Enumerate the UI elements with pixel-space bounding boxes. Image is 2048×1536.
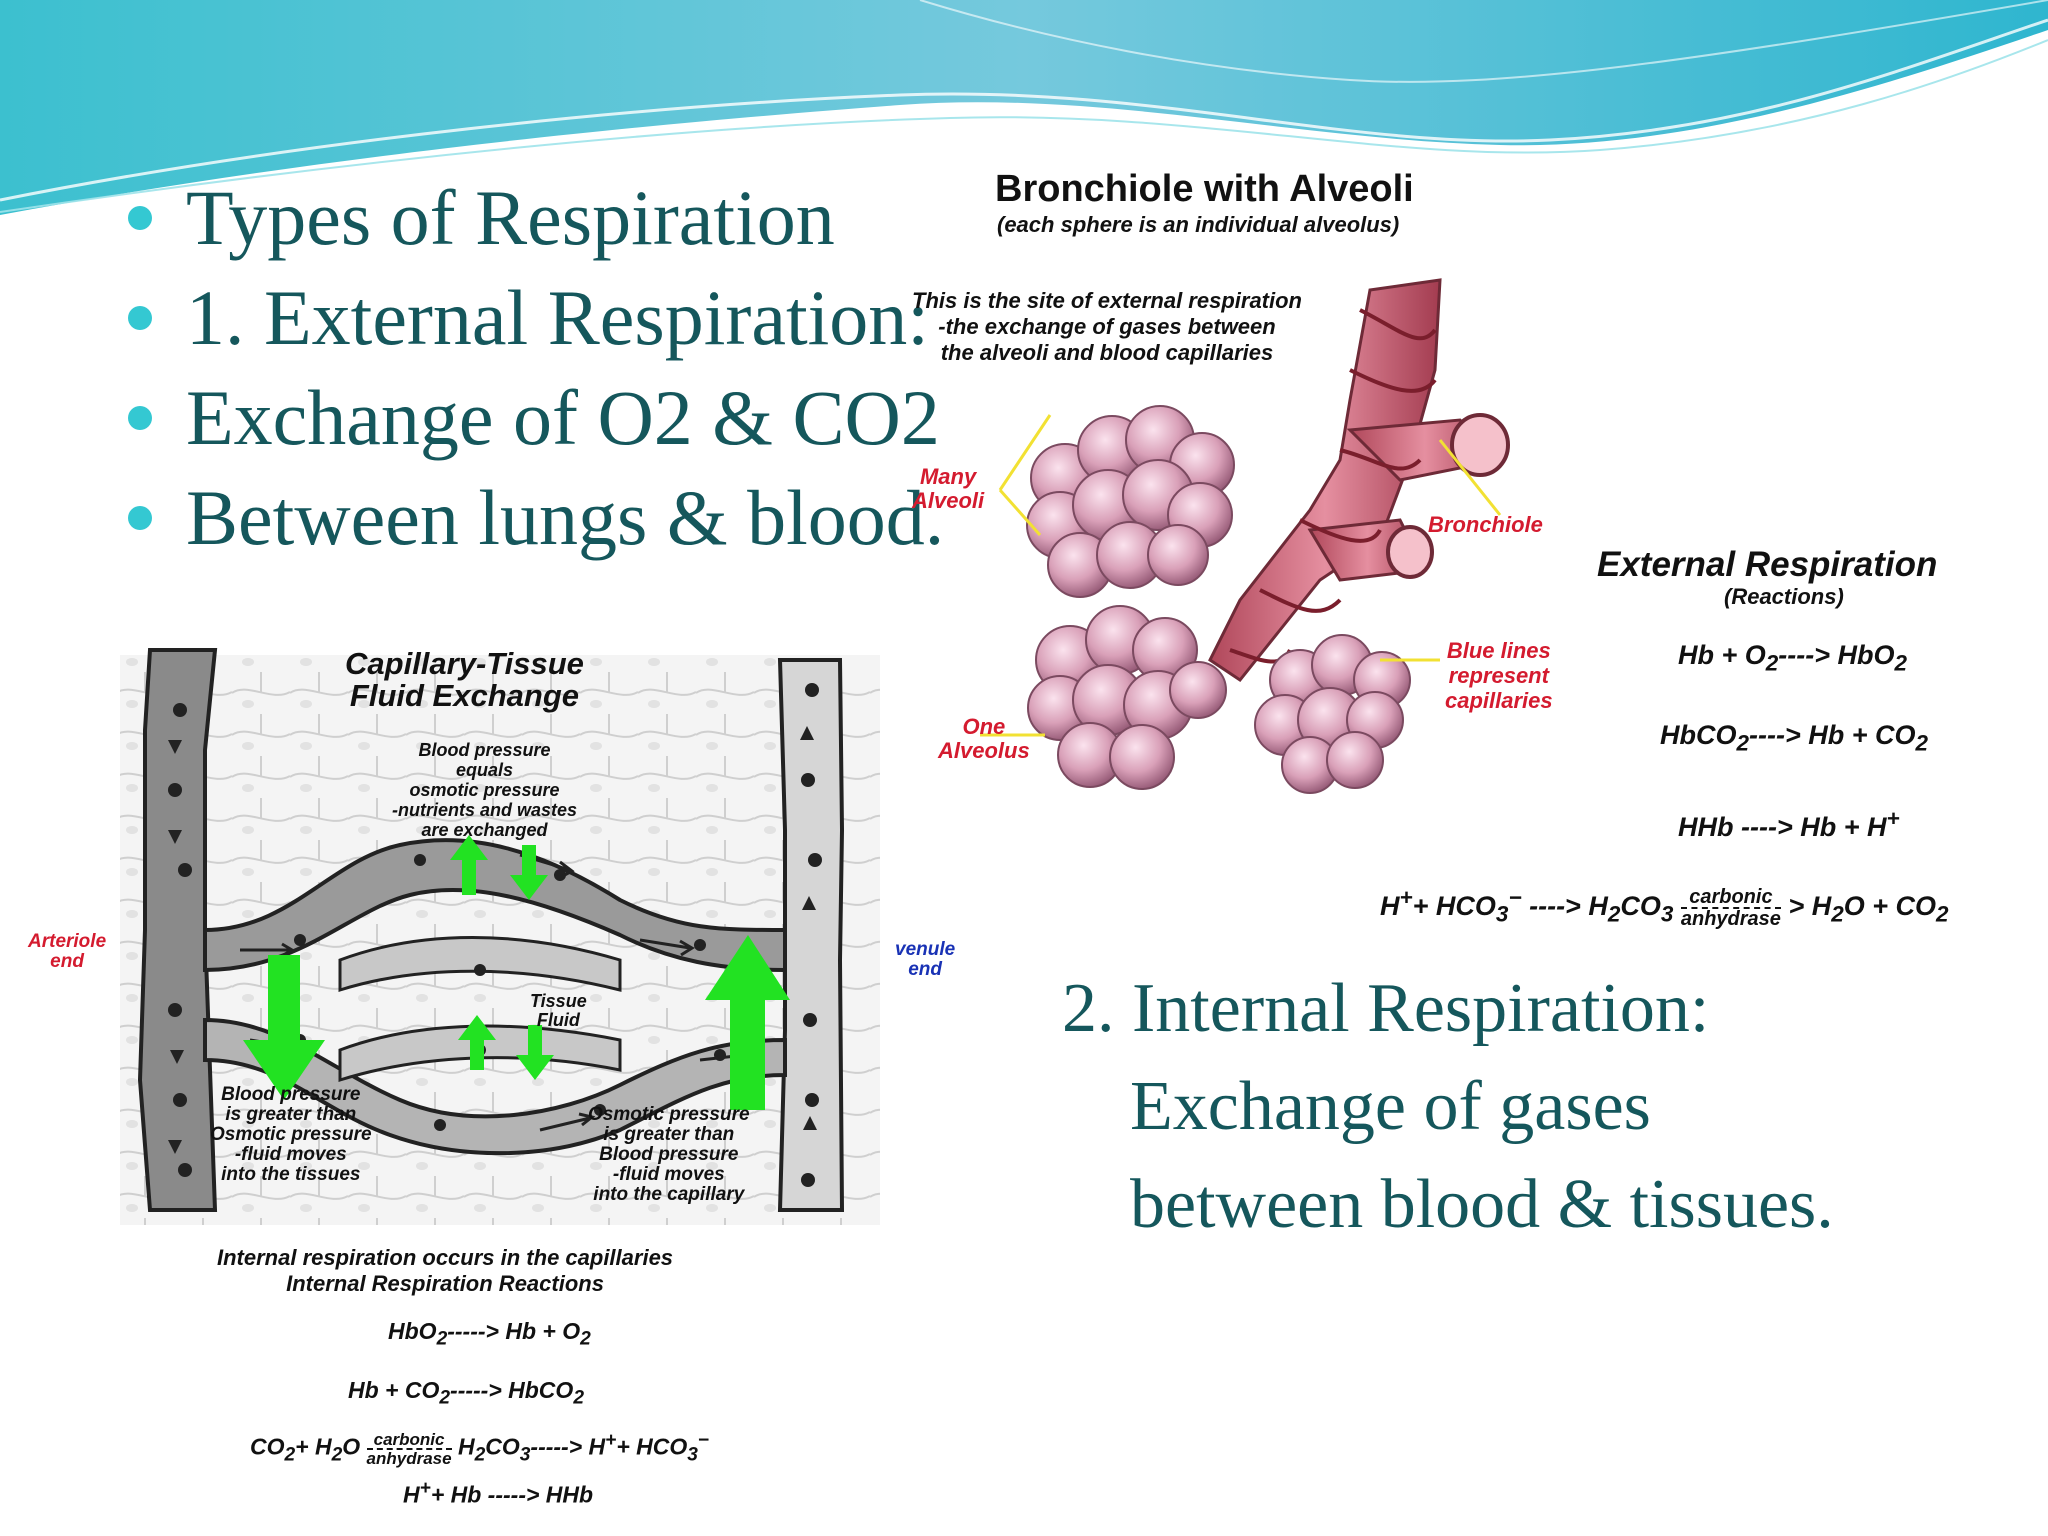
bullet-dot-icon (128, 306, 152, 330)
bullet-text: 1. External Respiration: (186, 274, 929, 361)
internal-line-3: between blood & tissues. (1130, 1166, 1834, 1243)
internal-heading: 2. Internal Respiration: (1062, 970, 1710, 1047)
green-arrows (243, 835, 790, 1110)
bullet-item: 1. External Respiration: (128, 268, 929, 368)
external-reactions-title: External Respiration (1597, 545, 1938, 584)
internal-reaction-2: Hb + CO2-----> HbCO2 (348, 1377, 584, 1409)
bullet-dot-icon (128, 506, 152, 530)
internal-line-2: Exchange of gases (1130, 1068, 1651, 1145)
label-blue-lines: Blue lines represent capillaries (1445, 638, 1553, 713)
label-many-alveoli: Many Alveoli (912, 464, 985, 513)
label-venule-end: venule end (895, 939, 956, 980)
internal-respiration-text: 2. Internal Respiration: Exchange of gas… (1062, 960, 1834, 1254)
external-site-description: This is the site of external respiration… (912, 288, 1302, 365)
capillary-figure: Capillary-Tissue Fluid Exchange Blood pr… (0, 630, 1000, 1530)
internal-reaction-3: CO2+ H2O carbonic anhydrase H2CO3-----> … (250, 1429, 710, 1468)
alveoli-cluster (1026, 405, 1411, 794)
external-reaction-4: H++ HCO3− ----> H2CO3 carbonic anhydrase… (1380, 885, 1949, 930)
capillary-right-note: Osmotic pressure is greater than Blood p… (588, 1104, 750, 1205)
bullet-text: Types of Respiration (186, 174, 835, 261)
capillary-left-note: Blood pressure is greater than Osmotic p… (210, 1084, 372, 1185)
bullet-list: Types of Respiration 1. External Respira… (128, 168, 944, 568)
blood-particles (168, 683, 822, 1187)
internal-reactions-header: Internal respiration occurs in the capil… (217, 1245, 674, 1296)
bullet-item: Types of Respiration (128, 168, 888, 268)
bronchiole-figure: Bronchiole with Alveoli (each sphere is … (880, 160, 2010, 940)
bullet-dot-icon (128, 206, 152, 230)
bullet-text: Between lungs & blood. (186, 474, 945, 561)
label-one-alveolus: One Alveolus (938, 714, 1030, 763)
external-reaction-3: HHb ----> Hb + H+ (1678, 806, 1900, 842)
bronchiole-title: Bronchiole with Alveoli (995, 168, 1414, 210)
bullet-text: Exchange of O2 & CO2 (186, 374, 940, 461)
label-bronchiole: Bronchiole (1428, 512, 1543, 537)
internal-reaction-4: H++ Hb -----> HHb (403, 1478, 594, 1508)
capillary-title: Capillary-Tissue Fluid Exchange (345, 646, 584, 713)
capillary-illustration (120, 648, 880, 1225)
capillary-top-note: Blood pressure equals osmotic pressure -… (392, 740, 578, 840)
external-reaction-2: HbCO2----> Hb + CO2 (1660, 720, 1929, 756)
bullet-item: Exchange of O2 & CO2 (128, 368, 940, 468)
pointer-lines (980, 414, 1502, 737)
internal-reaction-1: HbO2-----> Hb + O2 (388, 1318, 591, 1350)
bronchiole-illustration (980, 278, 1510, 794)
external-reaction-1: Hb + O2----> HbO2 (1678, 640, 1908, 676)
external-reactions-subtitle: (Reactions) (1724, 584, 1844, 609)
bronchiole-subtitle: (each sphere is an individual alveolus) (997, 212, 1400, 237)
label-tissue-fluid: Tissue Fluid (530, 991, 587, 1030)
label-arteriole-end: Arteriole end (28, 931, 107, 972)
header-wave-decoration (0, 0, 2048, 215)
bullet-dot-icon (128, 406, 152, 430)
bullet-item: Between lungs & blood. (128, 468, 944, 568)
